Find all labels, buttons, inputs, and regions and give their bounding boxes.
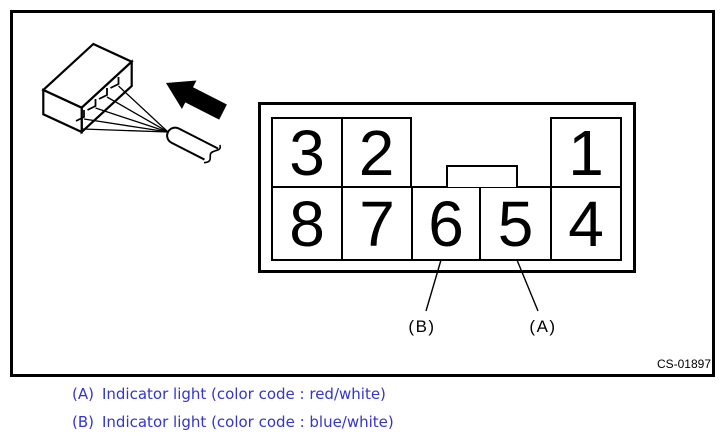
legend-line-b: (B) Indicator light (color code : blue/wh… <box>72 412 394 432</box>
pin-cell-3: 3 <box>271 117 343 188</box>
pin-cell-6: 6 <box>411 186 481 261</box>
legend-text-a: Indicator light (color code : red/white) <box>101 385 386 403</box>
pin-number: 6 <box>428 187 464 260</box>
figure-code: CS-01897 <box>656 357 711 371</box>
pin-number: 3 <box>289 116 325 189</box>
legend-key-b: (B) <box>72 413 94 431</box>
pin-number: 2 <box>358 116 395 189</box>
pin-number: 7 <box>359 187 395 260</box>
pin-number: 1 <box>568 116 604 189</box>
callout-label-a: (A) <box>529 317 557 336</box>
pin-cell-2: 2 <box>341 117 412 188</box>
callout-label-b: (B) <box>408 317 436 336</box>
pin-number: 8 <box>289 187 325 260</box>
pin-number: 5 <box>497 187 534 260</box>
connector-key-tab <box>446 165 518 187</box>
pin-cell-7: 7 <box>341 186 413 261</box>
pin-cell-5: 5 <box>479 186 552 261</box>
legend-text-b: Indicator light (color code : blue/white… <box>102 413 394 431</box>
legend-line-a: (A) Indicator light (color code : red/whi… <box>72 384 386 404</box>
pin-cell-4: 4 <box>550 186 622 261</box>
legend-key-a: (A) <box>72 385 94 403</box>
pin-cell-1: 1 <box>550 117 622 188</box>
pin-number: 4 <box>568 187 604 260</box>
pin-cell-8: 8 <box>271 186 343 261</box>
